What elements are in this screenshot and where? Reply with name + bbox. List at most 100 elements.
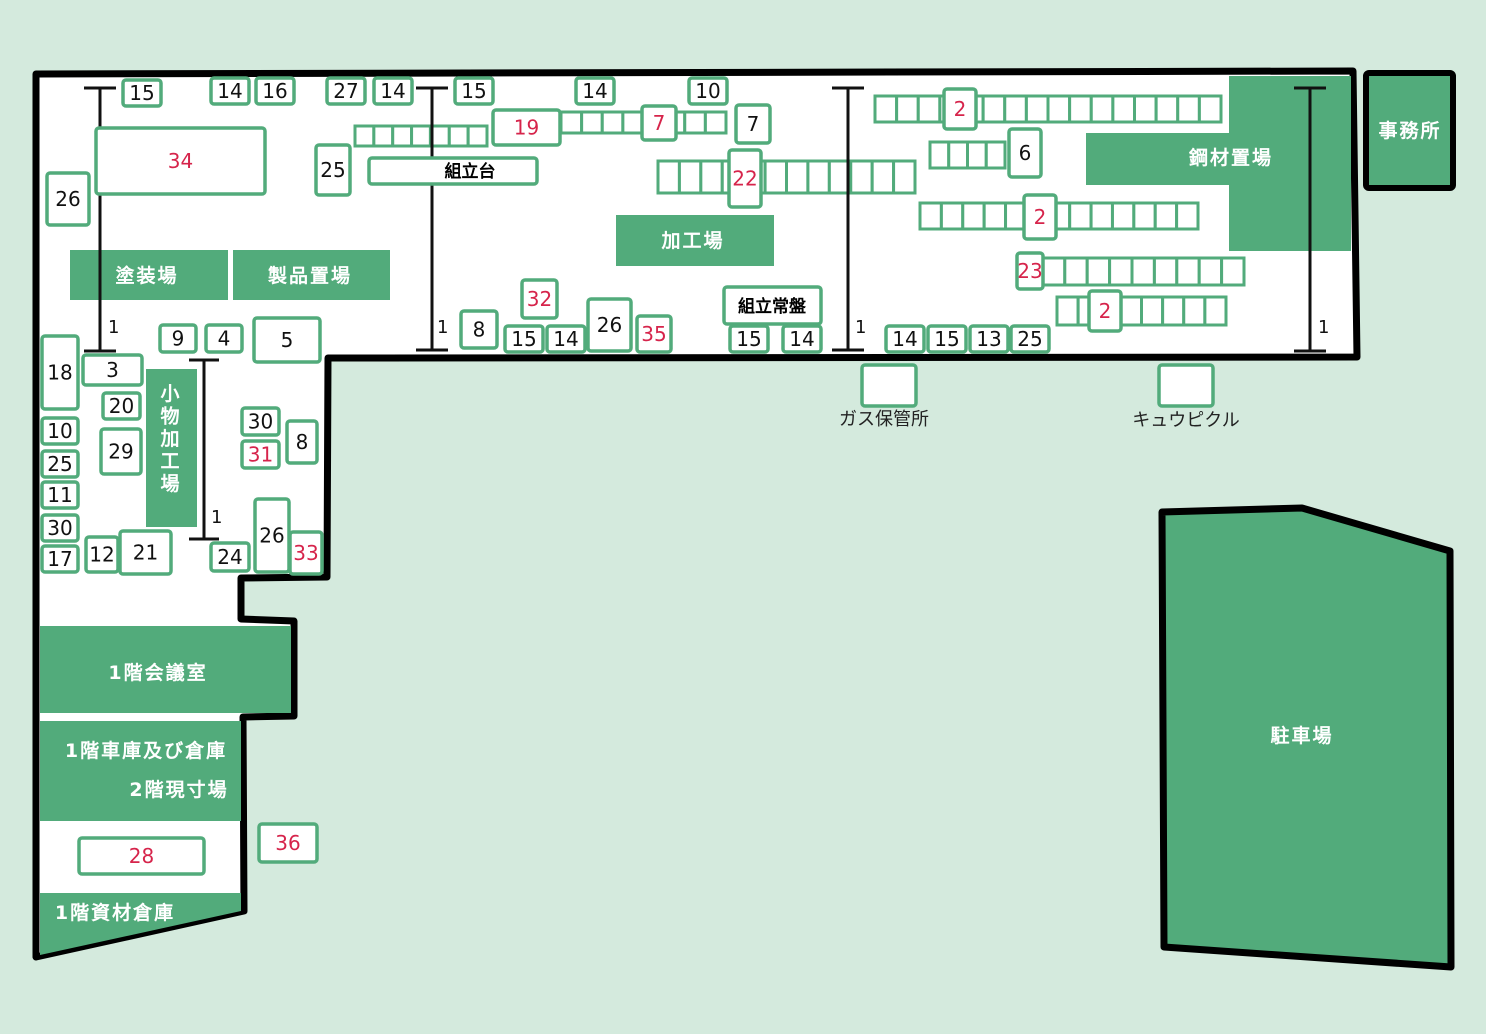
equipment-box-frame <box>574 76 616 106</box>
assembly-board-label: 組立常盤 <box>738 296 807 317</box>
rack-segment <box>683 110 707 135</box>
equipment-box: 11 <box>40 480 80 510</box>
equipment-number: 25 <box>47 452 72 476</box>
equipment-box: 15 <box>926 324 968 354</box>
parking-label: 駐車場 <box>1270 724 1333 747</box>
equipment-box: 22 <box>727 148 763 209</box>
equipment-box: 9 <box>158 323 198 354</box>
equipment-box-frame <box>968 324 1010 354</box>
equipment-number: 14 <box>582 79 607 103</box>
equipment-box-frame <box>640 104 678 142</box>
equipment-number: 9 <box>172 327 185 351</box>
equipment-box-frame <box>314 143 352 197</box>
equipment-box: 2 <box>1022 193 1058 241</box>
product-storage-label: 製品置場 <box>267 265 352 287</box>
equipment-number: 35 <box>641 322 666 346</box>
equipment-box: 34 <box>94 126 267 196</box>
rack-segment <box>981 94 1007 124</box>
equipment-number: 4 <box>218 327 231 351</box>
equipment-box-frame <box>40 480 80 510</box>
equipment-box: 14 <box>781 324 823 354</box>
rack-segment <box>580 110 604 135</box>
rack-segment <box>806 159 831 195</box>
rack-segment <box>1140 295 1165 327</box>
equipment-box: 19 <box>491 108 562 147</box>
rack-segment <box>410 124 432 148</box>
equipment-number: 30 <box>248 410 273 434</box>
equipment-number: 25 <box>320 158 345 182</box>
equipment-box-frame <box>118 529 173 576</box>
rack-segment <box>1197 256 1224 287</box>
equipment-number: 31 <box>248 443 273 467</box>
equipment-number: 34 <box>168 149 193 173</box>
equipment-box: 31 <box>240 439 281 470</box>
rack-segment <box>1063 256 1089 287</box>
rack-segment <box>895 94 920 124</box>
equipment-number: 26 <box>55 187 80 211</box>
rack-segment <box>656 159 681 195</box>
equipment-number: 15 <box>129 81 154 105</box>
rack-segment <box>982 201 1008 231</box>
equipment-box-frame <box>503 324 545 354</box>
office-room <box>1363 70 1456 191</box>
equipment-box: 30 <box>40 513 80 543</box>
equipment-number: 26 <box>597 313 622 337</box>
rack-segment <box>1068 94 1093 124</box>
crane-2: 1 <box>416 86 448 352</box>
equipment-box: 7 <box>734 103 772 145</box>
equipment-box: 20 <box>101 391 142 421</box>
equipment-box-frame <box>687 76 729 106</box>
rack-segment <box>466 124 489 148</box>
equipment-box-frame <box>257 822 319 864</box>
equipment-box: 13 <box>968 324 1010 354</box>
equipment-number: 22 <box>732 167 757 191</box>
equipment-box: 15 <box>453 76 495 106</box>
equipment-box-frame <box>285 419 319 465</box>
garage-label-2: 2階現寸場 <box>129 778 228 801</box>
equipment-box-frame <box>781 324 823 354</box>
processing-label: 加工場 <box>660 230 724 252</box>
equipment-number: 36 <box>275 831 300 855</box>
rack-segment <box>1003 94 1028 124</box>
rack-segment <box>785 159 810 195</box>
gas-storage-box <box>860 363 918 408</box>
rack-segment <box>1089 94 1115 124</box>
equipment-box: 15 <box>503 324 545 354</box>
equipment-box-frame <box>459 309 499 350</box>
equipment-box: 10 <box>687 76 729 106</box>
rack-segment <box>1068 201 1093 231</box>
crane-5: 1 <box>189 358 222 541</box>
garage-area <box>40 721 241 821</box>
equipment-number: 33 <box>293 541 318 565</box>
equipment-box: 2 <box>1087 289 1123 333</box>
rack-segment <box>916 94 942 124</box>
rack-segment <box>984 140 1007 170</box>
equipment-number: 2 <box>1034 205 1047 229</box>
equipment-box-frame <box>1022 193 1058 241</box>
equipment-box: 25 <box>1009 324 1051 354</box>
equipment-box: 4 <box>204 323 244 354</box>
equipment-box: 10 <box>40 416 80 446</box>
rack-segment <box>1089 201 1114 231</box>
equipment-number: 10 <box>695 79 720 103</box>
rack-segment <box>1132 201 1157 231</box>
rack-segment <box>1197 94 1223 124</box>
equipment-box-frame <box>1087 289 1123 333</box>
rack-segment <box>600 110 625 135</box>
equipment-box: 28 <box>77 836 206 876</box>
equipment-box-frame <box>40 513 80 543</box>
equipment-box: 21 <box>118 529 173 576</box>
rack-segment <box>372 124 395 148</box>
rack-segment <box>703 110 728 135</box>
rack-segment <box>1024 94 1050 124</box>
equipment-box-frame <box>491 108 562 147</box>
equipment-number: 28 <box>129 844 154 868</box>
equipment-box-frame <box>77 836 206 876</box>
equipment-box-frame <box>734 103 772 145</box>
garage-label-1: 1階車庫及び倉庫 <box>65 739 227 762</box>
equipment-number: 7 <box>747 112 760 136</box>
equipment-box-frame <box>204 323 244 354</box>
equipment-box-frame <box>40 416 80 446</box>
rack-segment <box>1133 94 1158 124</box>
rack-segment <box>1118 295 1143 327</box>
